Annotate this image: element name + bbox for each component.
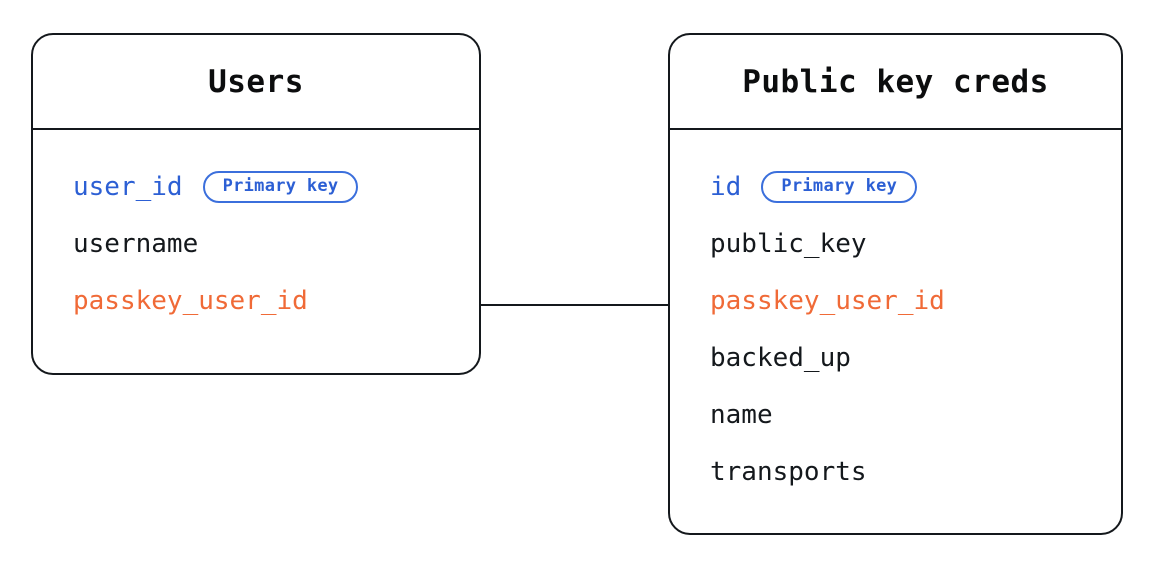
relationship-connector-users-to-public-key-creds xyxy=(481,304,669,306)
entity-public-key-creds[interactable]: Public key creds id Primary key public_k… xyxy=(668,33,1123,535)
field-row-passkey-user-id[interactable]: passkey_user_id xyxy=(670,272,1121,329)
field-name-user-id: user_id xyxy=(73,171,183,202)
field-name-passkey-user-id: passkey_user_id xyxy=(73,285,308,316)
field-row-username[interactable]: username xyxy=(33,215,479,272)
field-name-public-key: public_key xyxy=(710,228,867,259)
field-name-passkey-user-id: passkey_user_id xyxy=(710,285,945,316)
primary-key-badge-label: Primary key xyxy=(222,176,339,196)
field-row-public-key[interactable]: public_key xyxy=(670,215,1121,272)
primary-key-badge-id: Primary key xyxy=(761,170,918,203)
field-row-id[interactable]: id Primary key xyxy=(670,158,1121,215)
field-name-backed-up: backed_up xyxy=(710,342,851,373)
field-name-transports: transports xyxy=(710,456,867,487)
field-name-username: username xyxy=(73,228,199,259)
entity-public-key-creds-field-list: id Primary key public_key passkey_user_i… xyxy=(670,130,1121,500)
primary-key-badge-label: Primary key xyxy=(781,176,898,196)
entity-users-title: Users xyxy=(208,63,304,100)
field-name-id: id xyxy=(710,171,742,202)
entity-public-key-creds-header: Public key creds xyxy=(670,35,1121,130)
field-row-backed-up[interactable]: backed_up xyxy=(670,329,1121,386)
field-name-name: name xyxy=(710,399,773,430)
field-row-name[interactable]: name xyxy=(670,386,1121,443)
field-row-user-id[interactable]: user_id Primary key xyxy=(33,158,479,215)
primary-key-badge-user-id: Primary key xyxy=(202,170,359,203)
field-row-passkey-user-id[interactable]: passkey_user_id xyxy=(33,272,479,329)
entity-public-key-creds-title: Public key creds xyxy=(742,63,1049,100)
field-row-transports[interactable]: transports xyxy=(670,443,1121,500)
entity-users-field-list: user_id Primary key username passkey_use… xyxy=(33,130,479,329)
entity-users[interactable]: Users user_id Primary key username passk… xyxy=(31,33,481,375)
entity-users-header: Users xyxy=(33,35,479,130)
